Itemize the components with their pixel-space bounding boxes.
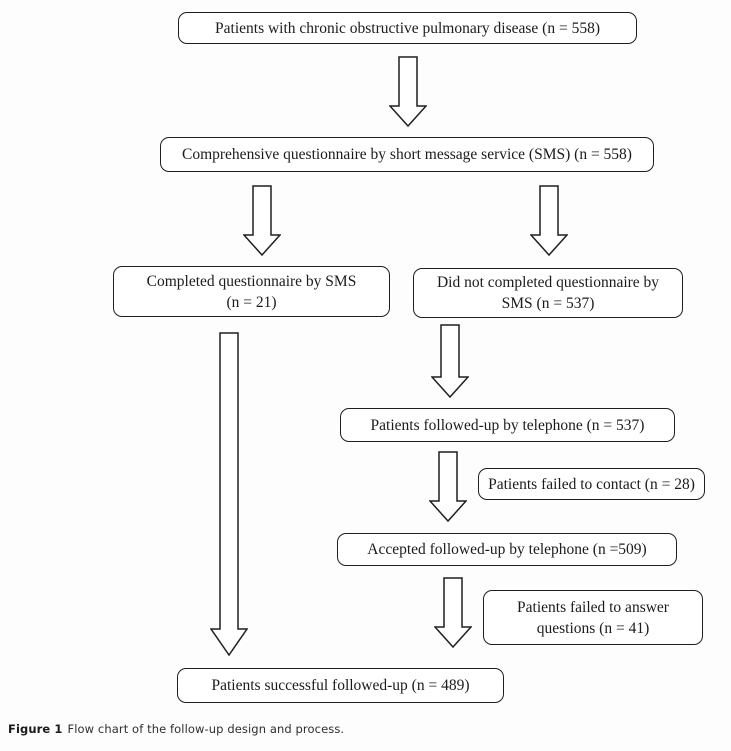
node-copd-label: Patients with chronic obstructive pulmon…: [215, 19, 600, 37]
down-arrow-sms-to-completed: [243, 185, 281, 256]
figure-caption-label: Figure 1: [8, 722, 63, 736]
node-telephone-followup: Patients followed-up by telephone (n = 5…: [340, 408, 675, 442]
node-completed-sms-line1: Completed questionnaire by SMS: [146, 272, 357, 290]
node-accepted-followup-label: Accepted followed-up by telephone (n =50…: [367, 541, 647, 558]
node-telephone-followup-label: Patients followed-up by telephone (n = 5…: [370, 416, 645, 434]
down-arrow-accepted-to-successful: [434, 577, 472, 648]
node-successful-followup-label: Patients successful followed-up (n = 489…: [211, 677, 470, 694]
down-arrow-not-completed-to-telephone: [431, 324, 469, 398]
figure-caption: Figure 1 Flow chart of the follow-up desi…: [8, 722, 344, 736]
node-completed-sms: Completed questionnaire by SMS (n = 21): [113, 266, 390, 317]
node-sms-questionnaire: Comprehensive questionnaire by short mes…: [160, 137, 654, 172]
node-successful-followup: Patients successful followed-up (n = 489…: [177, 668, 504, 703]
node-failed-contact: Patients failed to contact (n = 28): [478, 468, 705, 500]
down-arrow-completed-to-successful: [210, 332, 248, 656]
node-not-completed-sms: Did not completed questionnaire by SMS (…: [413, 268, 683, 318]
figure-caption-text: Flow chart of the follow-up design and p…: [67, 722, 345, 736]
node-accepted-followup: Accepted followed-up by telephone (n =50…: [337, 533, 677, 566]
node-failed-answer-line2: questions (n = 41): [536, 619, 650, 637]
node-not-completed-sms-line2: SMS (n = 537): [501, 295, 595, 312]
node-failed-contact-label: Patients failed to contact (n = 28): [488, 475, 695, 493]
node-copd: Patients with chronic obstructive pulmon…: [178, 12, 637, 44]
node-failed-answer: Patients failed to answer questions (n =…: [483, 590, 703, 645]
down-arrow-sms-to-not-completed: [530, 185, 568, 256]
node-sms-questionnaire-label: Comprehensive questionnaire by short mes…: [182, 146, 632, 163]
node-not-completed-sms-line1: Did not completed questionnaire by: [436, 274, 660, 291]
node-failed-answer-line1: Patients failed to answer: [517, 598, 669, 616]
node-completed-sms-line2: (n = 21): [226, 293, 277, 311]
down-arrow-telephone-to-accepted: [429, 451, 467, 522]
down-arrow-copd-to-sms: [389, 56, 427, 127]
